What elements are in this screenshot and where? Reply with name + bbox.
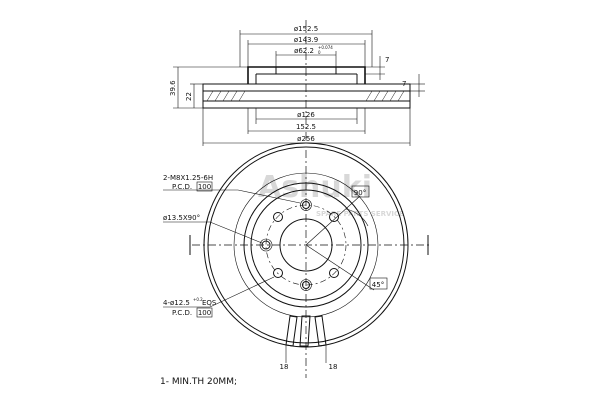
watermark-brand: Ashuki (258, 170, 372, 205)
countersink-note: ø13.5X90° (163, 214, 200, 222)
leader-countersink (163, 221, 263, 244)
countersink-spec: ø13.5X90° (163, 214, 200, 222)
vent-slots (285, 315, 327, 363)
pcd-circle (265, 204, 347, 286)
angle-45-label: 45° (372, 281, 384, 289)
bolt-holes-tol: +0.2 (193, 297, 203, 302)
dim-pilot: ø62.2 (294, 47, 314, 55)
bolt-hole-3 (273, 268, 283, 278)
dim-pilot-tol-upper: +0.074 (318, 45, 333, 50)
dim-disc-thk: 22 (185, 92, 193, 101)
bolt-pcd-label: P.C.D. (172, 309, 192, 317)
front-view: 90° 45° 18 18 (163, 142, 430, 378)
friction-inner-edge (233, 172, 379, 318)
dim-d143: ø143.9 (294, 36, 318, 44)
leader-thread (163, 189, 301, 204)
threaded-hole-bottom (302, 281, 310, 289)
hat-outline (247, 66, 366, 84)
dim-flange-thk: 7 (402, 80, 406, 88)
countersink-hole (261, 240, 271, 250)
disc-ring-outline (202, 83, 411, 109)
dim-pilot-tol-lower: 0 (318, 50, 321, 55)
vane-left-dim: 18 (280, 363, 289, 371)
leader-bolt-holes (163, 276, 275, 308)
thread-pcd-label: P.C.D. (172, 183, 192, 191)
vane-right-dim: 18 (329, 363, 338, 371)
disc-outer-edge (203, 142, 409, 348)
thread-pcd-value: 100 (198, 183, 211, 191)
dim-d152-bottom: 152.5 (296, 123, 316, 131)
bolt-holes-spec: 4-ø12.5 (163, 299, 190, 307)
dim-d152-top: ø152.5 (294, 25, 318, 33)
bolt-holes-note: 4-ø12.5 +0.2 EQS P.C.D. 100 (163, 297, 217, 318)
bolt-hole-4 (329, 268, 339, 278)
threaded-hole-top (302, 201, 310, 209)
footer-note: 1- MIN.TH 20MM; (160, 377, 237, 387)
vent-hatch-right (365, 90, 405, 102)
dim-hat-depth: 7 (385, 56, 389, 64)
vent-hatch-left (206, 90, 246, 102)
disc-outer-chamfer (207, 146, 405, 344)
thread-note: 2-M8X1.25-6H P.C.D. 100 (163, 174, 213, 192)
bolt-hole-2 (329, 212, 339, 222)
bolt-holes-eqs: EQS (202, 299, 217, 307)
bolt-hole-1 (273, 212, 283, 222)
side-section-view: ø152.5 ø143.9 ø62.2 +0.074 0 7 7 39.6 22… (169, 20, 425, 146)
dim-d256: ø256 (297, 135, 315, 143)
hat-inner (250, 189, 362, 301)
center-bore (279, 218, 333, 272)
hat-edge (243, 182, 369, 308)
angle-90-label: 90° (354, 189, 366, 197)
dim-total-height: 39.6 (169, 80, 177, 96)
bolt-pcd-value: 100 (198, 309, 211, 317)
dim-d126: ø126 (297, 111, 315, 119)
thread-spec: 2-M8X1.25-6H (163, 174, 213, 182)
